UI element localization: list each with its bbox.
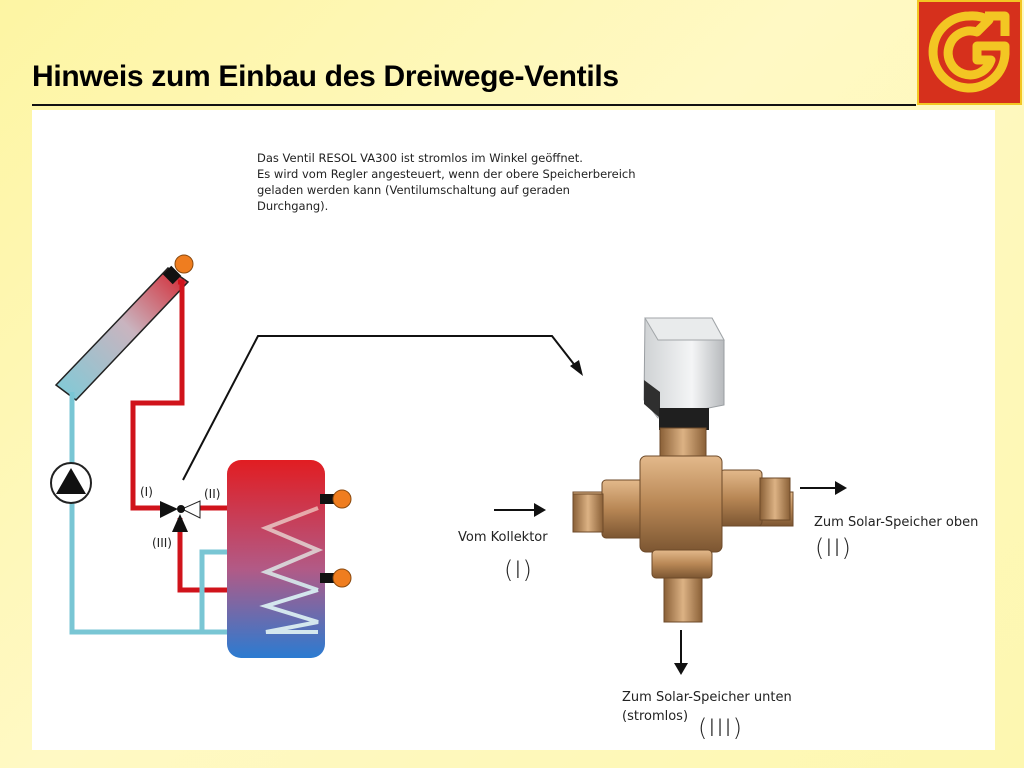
note-line: Das Ventil RESOL VA300 ist stromlos im W… [257,151,583,165]
sensor-mount [320,573,334,583]
outlet-bottom-label: Zum Solar-Speicher unten [622,690,792,705]
arrow-icon [570,360,583,376]
sensor-icon [174,254,194,274]
inlet-numeral: (I) [504,556,533,584]
page-title: Hinweis zum Einbau des Dreiwege-Ventils [32,60,619,93]
flow-arrows [494,481,847,675]
sensor-icon [332,489,352,509]
valve-photo [572,317,794,623]
arrow-icon [674,663,688,675]
sensor-mount [320,494,334,504]
outlet-top-label: Zum Solar-Speicher oben [814,515,979,530]
sensor-mount [162,265,182,285]
arrow-icon [534,503,546,517]
pump-icon [50,462,92,504]
outlet-top-numeral: (II) [815,534,852,562]
port-label-1: (I) [140,485,153,499]
inlet-label: Vom Kollektor [458,530,548,545]
storage-tank [227,460,325,658]
logo-icon [917,0,1022,105]
outlet-bottom-numeral: (III) [698,714,743,742]
arrow-icon [835,481,847,495]
port-label-2: (II) [204,487,221,501]
diagram-panel [32,110,995,750]
port-label-3: (III) [152,536,172,550]
solar-collector [54,267,190,402]
note-line: geladen werden kann (Ventilumschaltung a… [257,183,570,197]
note-line: Es wird vom Regler angesteuert, wenn der… [257,167,636,181]
sensor-icon [332,568,352,588]
outlet-bottom-sublabel: (stromlos) [622,709,689,724]
note-line: Durchgang). [257,199,329,213]
title-divider [32,104,916,106]
valve-description: Das Ventil RESOL VA300 ist stromlos im W… [257,150,637,214]
pointer-line [182,335,581,481]
three-way-valve-icon [160,500,201,532]
